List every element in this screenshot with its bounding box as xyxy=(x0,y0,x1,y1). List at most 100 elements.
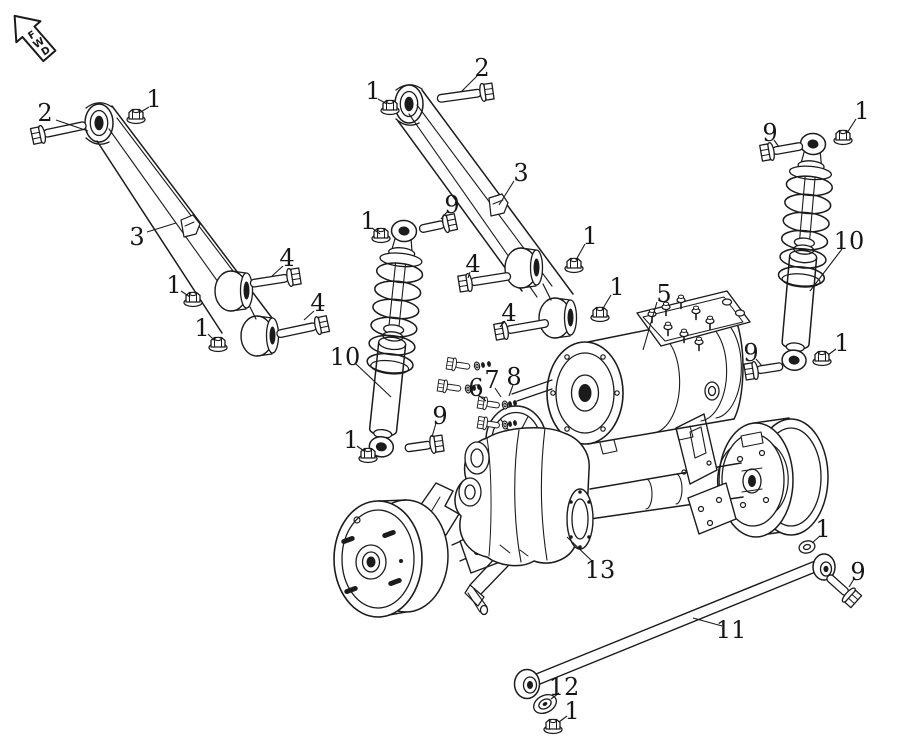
shock-absorber-left-part xyxy=(368,334,416,356)
axle-assembly-part xyxy=(687,482,737,535)
differential-gearbox-part xyxy=(569,535,573,539)
shock-absorber-right-part xyxy=(799,175,816,241)
flange-bolt-part xyxy=(483,82,495,101)
flange-bolt xyxy=(743,360,784,381)
differential-gearbox-part xyxy=(486,437,492,557)
callout-leader xyxy=(498,180,515,206)
differential-gearbox-part xyxy=(540,427,548,561)
shock-absorber-right xyxy=(777,132,834,371)
shock-absorber-left-part xyxy=(375,442,387,452)
axle-assembly-part xyxy=(645,478,653,510)
trailing-arm-left-part xyxy=(249,306,257,320)
flange-bolt-part xyxy=(476,416,486,430)
electric-motor-part xyxy=(614,390,620,396)
bushing-part xyxy=(230,270,247,312)
differential-gearbox-part xyxy=(464,484,476,500)
shock-absorber-right-part xyxy=(789,249,818,264)
flange-bolt-part xyxy=(404,440,432,453)
lock-washer xyxy=(487,361,491,367)
flange-nut xyxy=(380,99,400,116)
lock-washer xyxy=(513,420,517,426)
flange-nut xyxy=(590,306,610,323)
callout-leader xyxy=(692,617,723,627)
callout-number-12: 12 xyxy=(549,673,580,701)
fwd-letter: F xyxy=(26,29,38,42)
fwd-letter: W xyxy=(32,36,47,51)
electric-motor-part xyxy=(675,425,694,441)
track-rod-part xyxy=(819,561,833,577)
washer-part xyxy=(798,540,816,554)
flange-nut-part xyxy=(132,108,140,114)
washer-12-part xyxy=(542,702,548,706)
electric-motor-part xyxy=(570,374,600,412)
callout-leader xyxy=(271,265,284,277)
brake-drum-right-part xyxy=(736,455,744,463)
callout-leader xyxy=(377,98,388,105)
flange-nut-part xyxy=(189,291,197,297)
flange-bolt-part xyxy=(486,400,500,409)
bushing-part xyxy=(567,308,574,327)
shock-absorber-left-part xyxy=(366,352,414,374)
flange-bolt-part xyxy=(760,148,770,157)
trailing-arm-left-part xyxy=(85,102,113,109)
flange-bolt xyxy=(759,141,804,162)
flange-bolt-part xyxy=(436,379,446,393)
flange-bolt xyxy=(826,574,863,609)
small-washer-part xyxy=(464,384,472,394)
callout-leader xyxy=(460,75,478,93)
track-rod-part xyxy=(535,560,816,675)
flange-bolt xyxy=(436,379,462,394)
callout-number-1: 1 xyxy=(609,273,624,301)
callout-number-1: 1 xyxy=(854,97,869,125)
flange-bolt-part xyxy=(434,439,444,448)
callout-number-4: 4 xyxy=(465,250,480,278)
callout-leader xyxy=(809,248,843,292)
trailing-arm-center-part xyxy=(542,283,552,301)
callout-number-2: 2 xyxy=(37,99,52,127)
callout-leader xyxy=(207,333,216,342)
shock-absorber-right-part xyxy=(788,165,833,181)
differential-gearbox-part xyxy=(578,490,582,494)
flange-bolt-part xyxy=(455,361,471,370)
small-washer-part xyxy=(501,420,509,430)
electric-motor-part xyxy=(649,330,681,434)
small-washer xyxy=(501,420,509,430)
flange-nut xyxy=(126,108,146,125)
flange-bolt-part xyxy=(446,361,454,367)
callout-number-4: 4 xyxy=(501,299,516,327)
shock-absorber-right-part xyxy=(781,273,821,288)
small-washer-part xyxy=(466,386,470,392)
flange-nut-part xyxy=(818,350,826,356)
callout-leader xyxy=(440,211,448,220)
callout-number-3: 3 xyxy=(513,159,528,187)
electric-motor-part xyxy=(550,390,556,396)
flange-bolt xyxy=(445,357,471,372)
callout-leader xyxy=(811,535,821,544)
flange-bolt-part xyxy=(433,434,445,453)
flange-bolt-part xyxy=(418,220,445,233)
flange-bolt-part xyxy=(484,87,494,96)
electric-motor-part xyxy=(642,296,744,342)
washer-part xyxy=(802,543,812,551)
wheel-stud xyxy=(388,577,402,587)
washer-12 xyxy=(533,693,557,715)
electric-motor-part xyxy=(636,290,751,347)
brake-drum-left-part xyxy=(361,551,381,573)
terminal-stud-part xyxy=(706,315,714,320)
callout-number-1: 1 xyxy=(146,85,161,113)
brake-drum-right-part xyxy=(741,467,763,493)
track-rod-part xyxy=(539,570,819,685)
callout-leader xyxy=(180,290,191,298)
differential-gearbox-part xyxy=(514,429,522,563)
callout-number-9: 9 xyxy=(743,339,758,367)
track-rod xyxy=(513,540,836,715)
shock-absorber-right-part xyxy=(782,211,830,233)
flange-bolt-part xyxy=(291,272,301,281)
bushing xyxy=(538,297,578,339)
bushing-part xyxy=(243,281,250,300)
flange-bolt-part xyxy=(477,420,485,426)
trailing-arm-center-part xyxy=(397,120,523,292)
flange-nut xyxy=(833,129,853,146)
trailing-arm-center-part xyxy=(488,193,509,217)
callout-leader xyxy=(827,348,837,356)
